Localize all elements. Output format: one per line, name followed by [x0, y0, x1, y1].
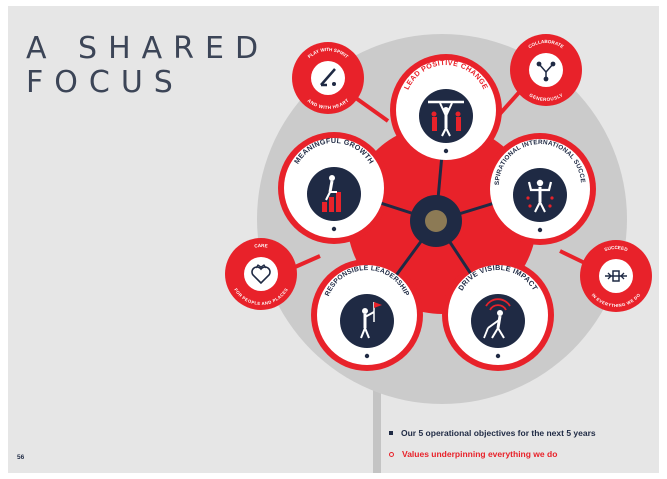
focus-diagram: LEAD POSITIVE CHANGE INSPIRA — [8, 6, 652, 473]
value-succeed: SUCCEED IN EVERYTHING WE DO — [580, 240, 652, 312]
slide: A SHARED FOCUS — [8, 6, 659, 473]
stem-bar — [373, 386, 381, 473]
legend-values: Values underpinning everything we do — [389, 449, 557, 459]
hockey-player-icon — [483, 298, 511, 339]
value-label-bottom: GENEROUSLY — [528, 92, 563, 102]
hub-center — [425, 210, 447, 232]
hockey-stick-icon — [320, 68, 336, 87]
svg-text:CARE: CARE — [254, 243, 268, 249]
page-number: 56 — [17, 454, 25, 461]
value-care: CARE FOR PEOPLE AND PLACES — [225, 238, 297, 310]
legend-values-text: Values underpinning everything we do — [402, 449, 558, 459]
slide-title-line-2: FOCUS — [26, 65, 184, 100]
objective-marker — [443, 148, 449, 154]
slide-title-line-1: A SHARED — [26, 31, 270, 66]
flexing-athlete-icon — [526, 179, 554, 213]
flag-bearer-icon — [360, 302, 382, 339]
value-collaborate: COLLABORATE GENEROUSLY — [510, 34, 582, 106]
legend-objectives: Our 5 operational objectives for the nex… — [389, 428, 596, 438]
objective-marker — [495, 353, 501, 359]
climbing-steps-icon — [322, 175, 341, 212]
objective-marker — [364, 353, 370, 359]
lifting-team-icon — [428, 100, 464, 137]
heart-icon — [251, 264, 271, 285]
objective-meaningful-growth: MEANINGFUL GROWTH — [284, 136, 384, 238]
value-label-top: SUCCEED — [604, 245, 629, 253]
objective-responsible-leadership: RESPONSIBLE LEADERSHIP — [317, 265, 417, 365]
arrows-target-icon — [605, 270, 627, 282]
square-bullet-icon — [389, 431, 393, 435]
svg-text:GENEROUSLY: GENEROUSLY — [528, 92, 563, 102]
value-label-top: CARE — [254, 243, 268, 249]
network-icon — [536, 61, 556, 82]
objective-lead-positive-change: LEAD POSITIVE CHANGE — [396, 58, 496, 160]
objective-marker — [537, 227, 543, 233]
svg-text:SUCCEED: SUCCEED — [604, 245, 629, 253]
legend-objectives-text: Our 5 operational objectives for the nex… — [401, 428, 596, 438]
ring-bullet-icon — [389, 451, 394, 457]
value-play-with-spirit: PLAY WITH SPIRIT AND WITH HEART — [292, 42, 364, 114]
objective-marker — [331, 226, 337, 232]
